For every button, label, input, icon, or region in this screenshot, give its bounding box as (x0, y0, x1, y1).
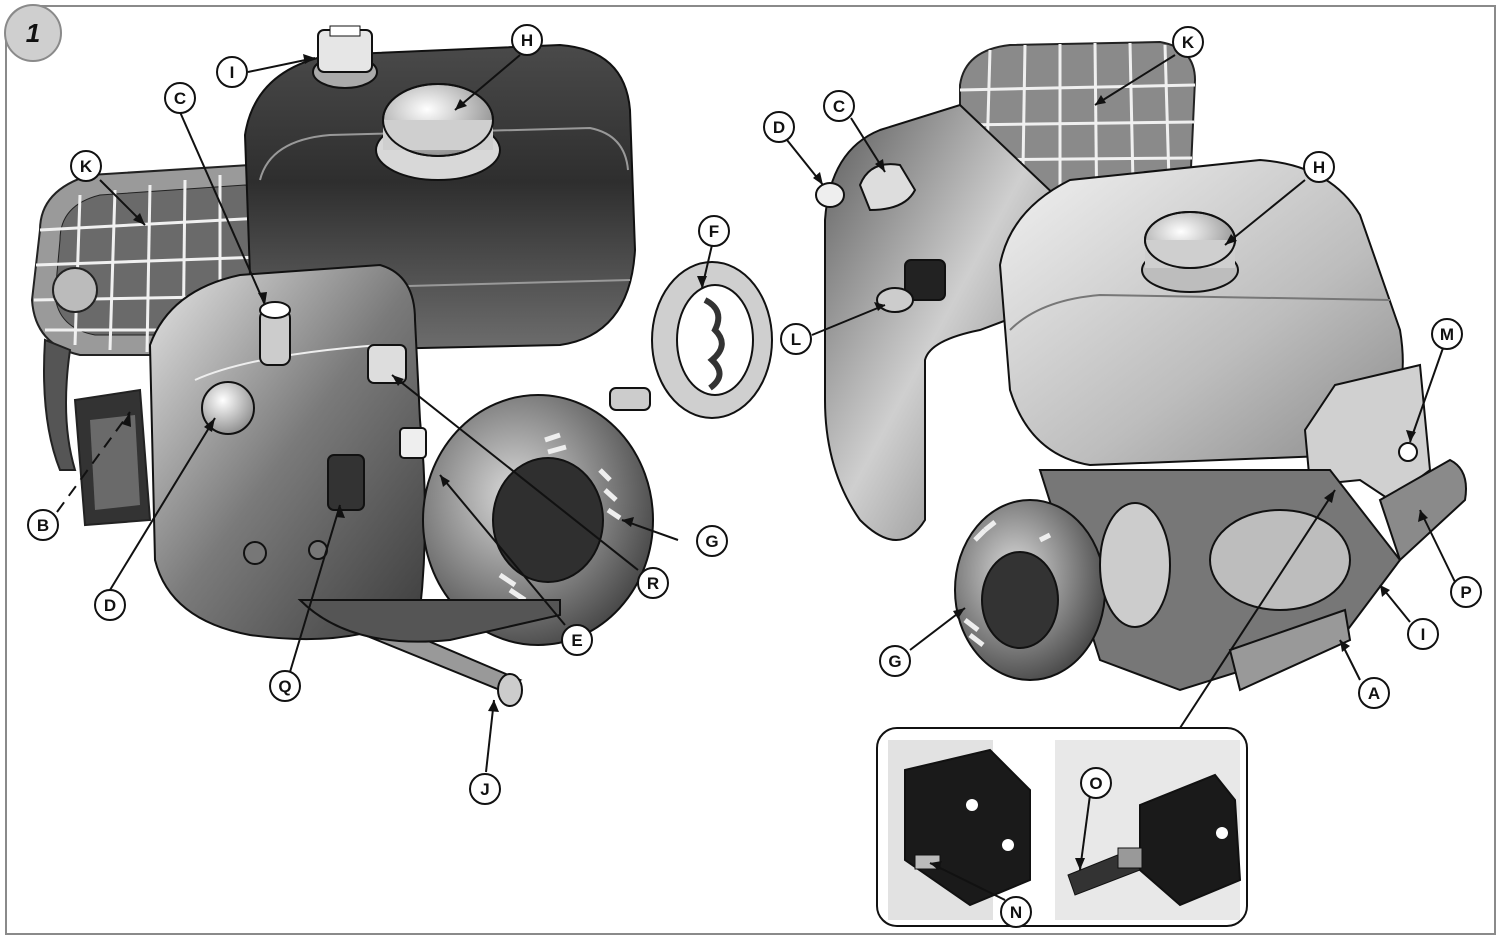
svg-text:N: N (1010, 903, 1022, 922)
oil-fill-plug-top (312, 25, 378, 89)
leader-lines (56, 54, 1456, 901)
svg-text:A: A (1368, 684, 1380, 703)
svg-text:J: J (480, 780, 489, 799)
svg-text:H: H (1313, 158, 1325, 177)
leader-arrowheads (122, 54, 1428, 870)
svg-text:D: D (104, 596, 116, 615)
recoil-starter-cover-right (954, 499, 1171, 681)
callout-right-D: D (763, 111, 795, 143)
callout-left-I: I (216, 56, 248, 88)
callout-inset-O: O (1080, 767, 1112, 799)
callout-right-C: C (823, 90, 855, 122)
callout-labels: I H C K F B D G R E Q J K D C H L M P I … (27, 24, 1482, 928)
primer-bulb-right (815, 182, 845, 208)
svg-text:M: M (1440, 325, 1454, 344)
callout-left-K: K (70, 150, 102, 182)
figure-number-badge: 1 (4, 4, 62, 62)
inset-right-image (1055, 740, 1242, 920)
mounting-base (1228, 608, 1352, 692)
right-engine-illustration (815, 40, 1467, 692)
electric-starter-box (1303, 363, 1432, 502)
callout-right-G: G (879, 645, 911, 677)
callout-inset-N: N (1000, 896, 1032, 928)
callout-left-R: R (637, 567, 669, 599)
callout-left-C: C (164, 82, 196, 114)
svg-text:L: L (791, 330, 801, 349)
callout-right-M: M (1431, 318, 1463, 350)
left-engine-illustration (30, 25, 773, 707)
svg-text:P: P (1460, 583, 1471, 602)
svg-text:G: G (705, 532, 718, 551)
svg-text:C: C (833, 97, 845, 116)
ignition-key (399, 427, 427, 459)
callout-left-Q: Q (269, 670, 301, 702)
callout-right-L: L (780, 323, 812, 355)
callout-left-J: J (469, 773, 501, 805)
callout-right-I: I (1407, 618, 1439, 650)
callout-left-F: F (698, 215, 730, 247)
svg-text:D: D (773, 118, 785, 137)
choke-knob (259, 301, 291, 366)
callout-left-B: B (27, 509, 59, 541)
svg-text:G: G (888, 652, 901, 671)
svg-text:F: F (709, 222, 719, 241)
throttle-lever (367, 344, 407, 384)
inset-detail-panel (876, 727, 1248, 927)
svg-text:R: R (647, 574, 659, 593)
recoil-handle (609, 261, 773, 419)
svg-text:K: K (1182, 33, 1195, 52)
primer-bulb (201, 381, 255, 435)
fuel-cap-right (1141, 211, 1239, 293)
fuel-shutoff (327, 454, 365, 511)
fuel-tank-right (998, 158, 1404, 467)
engine-body-right (824, 103, 1061, 541)
callout-left-H: H (511, 24, 543, 56)
svg-text:C: C (174, 89, 186, 108)
callout-right-P: P (1450, 576, 1482, 608)
callout-left-D: D (94, 589, 126, 621)
figure-number: 1 (26, 18, 40, 48)
recoil-starter-cover (422, 394, 654, 646)
svg-text:O: O (1089, 774, 1102, 793)
choke-knob-right (858, 163, 917, 212)
callout-left-G: G (696, 525, 728, 557)
callout-left-E: E (561, 624, 593, 656)
callout-right-A: A (1358, 677, 1390, 709)
svg-text:B: B (37, 516, 49, 535)
svg-text:I: I (1421, 625, 1426, 644)
svg-text:Q: Q (278, 677, 291, 696)
stop-switch-knob (876, 259, 946, 313)
svg-text:I: I (230, 63, 235, 82)
exhaust-pipe (1378, 458, 1467, 562)
svg-text:E: E (571, 631, 582, 650)
fuel-cap (375, 83, 501, 181)
callout-right-H: H (1303, 151, 1335, 183)
callout-right-K: K (1172, 26, 1204, 58)
svg-text:H: H (521, 31, 533, 50)
svg-text:K: K (80, 157, 93, 176)
